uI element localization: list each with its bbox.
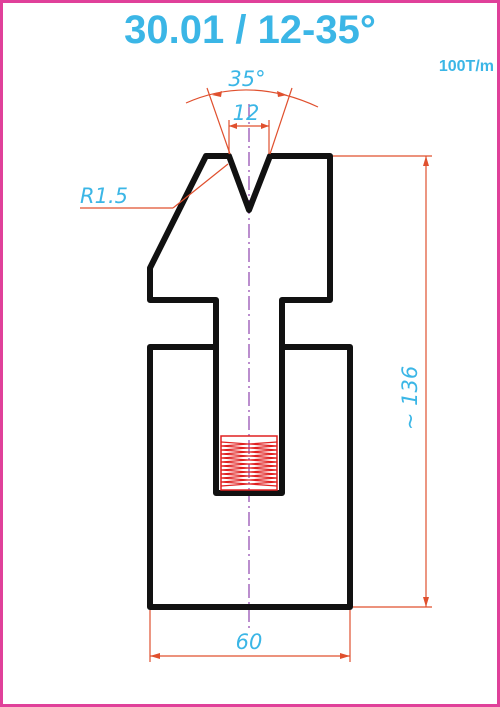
radius-label: R1.5 [80,184,128,208]
opening-arrow-right [261,123,269,129]
height-label: ~ 136 [398,366,422,430]
height-arrow-top [423,156,429,166]
radius-dimension: R1.5 [80,163,229,209]
angle-dimension: 35° [185,67,319,155]
spring-coil-b [220,441,278,487]
capacity-label: 100T/m [438,58,494,75]
width-arrow-left [150,653,160,659]
height-arrow-bottom [423,597,429,607]
opening-dimension: 12 [228,101,270,154]
drawing-title: 30.01 / 12-35° [124,8,376,52]
holder-outline [147,344,353,610]
angle-arrow-left [212,91,222,97]
die-outline [147,153,333,496]
angle-arrow-right [277,91,287,97]
width-dimension: 60 [149,610,351,662]
height-dimension: ~ 136 [333,155,432,608]
width-arrow-right [340,653,350,659]
spring-housing [220,435,278,491]
width-label: 60 [236,630,263,654]
spring [220,435,278,491]
angle-extension-right [269,87,293,155]
angle-label: 35° [228,67,265,91]
angle-extension-left [206,87,231,155]
radius-leader [172,163,229,209]
angle-arc [185,89,319,108]
opening-label: 12 [233,101,260,125]
opening-arrow-left [229,123,237,129]
